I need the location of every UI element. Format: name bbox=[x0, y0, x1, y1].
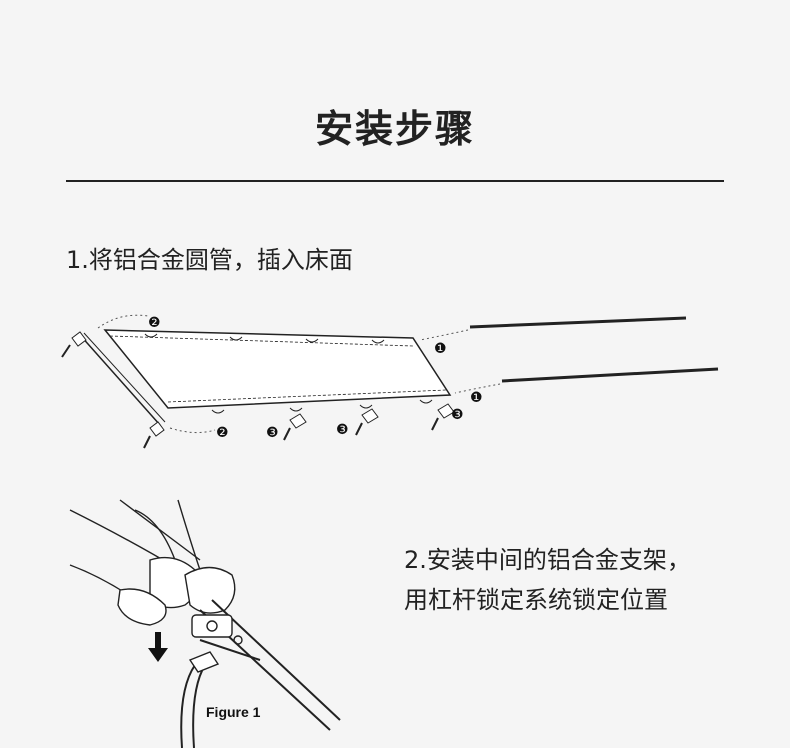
figure-label: Figure 1 bbox=[206, 704, 261, 720]
step-2-text: 2.安装中间的铝合金支架，用杠杆锁定系统锁定位置 bbox=[404, 546, 691, 614]
marker-1-top: ❶ bbox=[434, 341, 447, 357]
marker-3-b: ❸ bbox=[336, 422, 349, 438]
bed-surface bbox=[103, 329, 452, 409]
step-1-text: 1.将铝合金圆管，插入床面 bbox=[66, 246, 353, 274]
page-title: 安装步骤 bbox=[314, 106, 475, 151]
marker-1-bottom: ❶ bbox=[470, 390, 483, 406]
aluminum-pole-bottom bbox=[501, 367, 719, 383]
marker-3-a: ❸ bbox=[266, 425, 279, 441]
lever-lock-illustration bbox=[69, 499, 341, 748]
title-divider bbox=[66, 180, 724, 182]
marker-3-c: ❸ bbox=[451, 407, 464, 423]
aluminum-pole-top bbox=[469, 316, 687, 329]
marker-2-top: ❷ bbox=[148, 315, 161, 331]
marker-2-bottom: ❷ bbox=[216, 425, 229, 441]
arrow-down-icon bbox=[148, 632, 168, 662]
